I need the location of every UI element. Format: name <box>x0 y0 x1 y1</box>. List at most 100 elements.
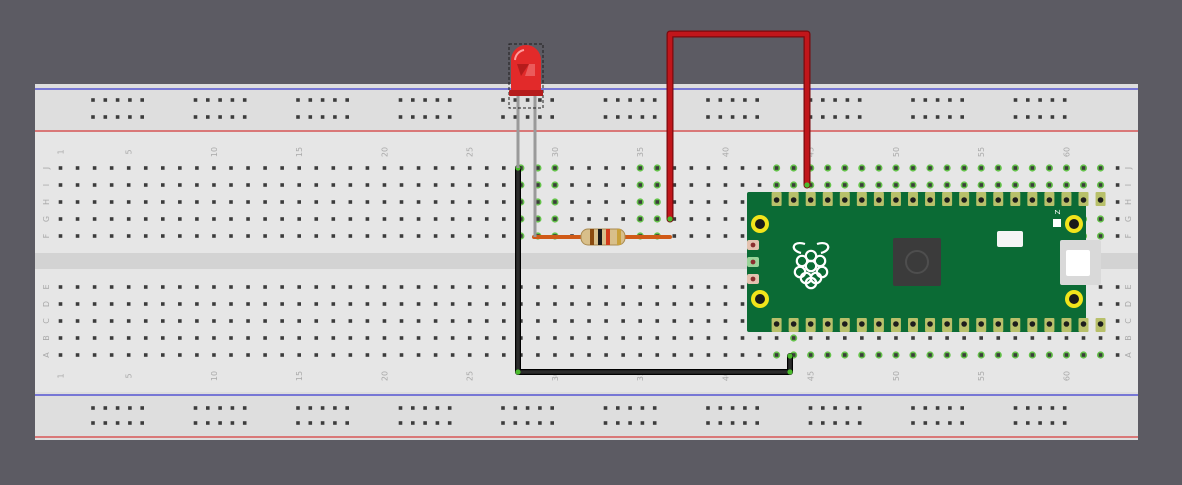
pico-pin-hole <box>1012 197 1019 203</box>
rail-hole <box>115 406 120 410</box>
bootsel-button[interactable] <box>997 231 1023 247</box>
terminal-hole <box>502 217 506 221</box>
terminal-hole <box>450 336 455 340</box>
black-wire[interactable] <box>516 166 792 374</box>
terminal-hole <box>655 166 660 170</box>
rail-hole <box>911 115 915 119</box>
pico-pin-hole <box>893 197 899 203</box>
column-number-label: 20 <box>380 371 389 381</box>
row-letter-label: D <box>42 301 51 307</box>
terminal-hole <box>433 234 438 238</box>
terminal-hole <box>1098 336 1103 340</box>
debug-pad-hole <box>750 242 756 248</box>
terminal-hole <box>689 166 694 170</box>
rail-hole <box>550 98 554 102</box>
rail-hole <box>911 421 915 425</box>
terminal-hole <box>314 234 319 238</box>
terminal-hole <box>399 285 404 289</box>
rail-hole <box>1062 421 1067 425</box>
resistor-band <box>590 229 594 245</box>
terminal-hole <box>178 285 182 289</box>
column-number-label: 10 <box>210 147 219 157</box>
column-number-label: 1 <box>57 373 66 378</box>
terminal-hole <box>365 285 370 289</box>
rail-hole <box>948 406 952 410</box>
terminal-hole <box>143 302 148 306</box>
terminal-hole <box>1081 336 1086 340</box>
terminal-hole <box>1047 183 1052 187</box>
rail-hole <box>423 406 427 410</box>
rail-hole <box>1038 406 1042 410</box>
terminal-hole <box>996 353 1001 357</box>
rail-hole <box>603 98 608 102</box>
rail-hole <box>1062 406 1067 410</box>
terminal-hole <box>212 234 216 238</box>
rail-hole <box>308 421 313 425</box>
terminal-hole <box>382 353 387 357</box>
terminal-hole <box>212 183 216 187</box>
terminal-hole <box>126 353 131 357</box>
bottom-power-rail <box>35 392 1138 440</box>
terminal-hole <box>484 302 489 306</box>
terminal-hole <box>757 353 762 357</box>
terminal-hole <box>689 217 694 221</box>
rail-hole <box>755 115 759 119</box>
column-number-label: 15 <box>295 371 304 381</box>
terminal-hole <box>740 183 745 187</box>
terminal-hole <box>1115 302 1120 306</box>
terminal-hole <box>314 285 319 289</box>
terminal-hole <box>502 353 506 357</box>
led[interactable] <box>508 43 544 237</box>
terminal-hole <box>979 166 983 170</box>
terminal-hole <box>229 302 233 306</box>
rail-hole <box>1013 98 1018 102</box>
wire-end-marker <box>804 182 810 188</box>
terminal-hole <box>195 183 199 187</box>
logo-berry <box>804 276 818 290</box>
terminal-hole <box>502 319 506 323</box>
terminal-hole <box>314 319 319 323</box>
terminal-hole <box>928 183 932 187</box>
rail-hole <box>193 115 198 119</box>
terminal-hole <box>484 285 489 289</box>
terminal-hole <box>621 319 625 323</box>
terminal-hole <box>161 353 165 357</box>
rail-hole <box>857 421 862 425</box>
rail-hole <box>423 421 427 425</box>
resistor-band <box>617 229 621 245</box>
terminal-hole <box>791 183 796 187</box>
raspberry-pi-logo-icon <box>792 242 830 290</box>
rail-hole <box>296 98 300 102</box>
rail-hole <box>1050 421 1055 425</box>
terminal-hole <box>723 234 728 238</box>
rail-hole <box>525 98 530 102</box>
resistor[interactable] <box>580 228 626 246</box>
rail-hole <box>960 115 964 119</box>
rail-hole <box>1050 115 1055 119</box>
rail-hole <box>743 98 747 102</box>
terminal-hole <box>587 336 591 340</box>
terminal-hole <box>365 319 370 323</box>
rail-hole <box>755 98 759 102</box>
rail-hole <box>320 421 325 425</box>
rail-hole <box>706 421 710 425</box>
rail-hole <box>435 421 440 425</box>
rail-hole <box>103 421 108 425</box>
rail-hole <box>628 115 632 119</box>
terminal-hole <box>314 336 319 340</box>
rail-hole <box>308 98 313 102</box>
red-wire[interactable] <box>667 31 810 222</box>
logo-berry <box>804 259 818 273</box>
rail-hole <box>525 421 530 425</box>
rail-hole <box>628 406 632 410</box>
rail-hole <box>706 406 710 410</box>
raspberry-pi-pico[interactable]: Z <box>747 192 1106 332</box>
terminal-hole <box>178 217 182 221</box>
terminal-hole <box>126 166 131 170</box>
terminal-hole <box>1030 336 1035 340</box>
rail-hole <box>398 421 403 425</box>
row-letter-label: B <box>1124 335 1133 341</box>
rail-hole <box>513 98 518 102</box>
terminal-hole <box>484 336 489 340</box>
terminal-hole <box>314 200 319 204</box>
